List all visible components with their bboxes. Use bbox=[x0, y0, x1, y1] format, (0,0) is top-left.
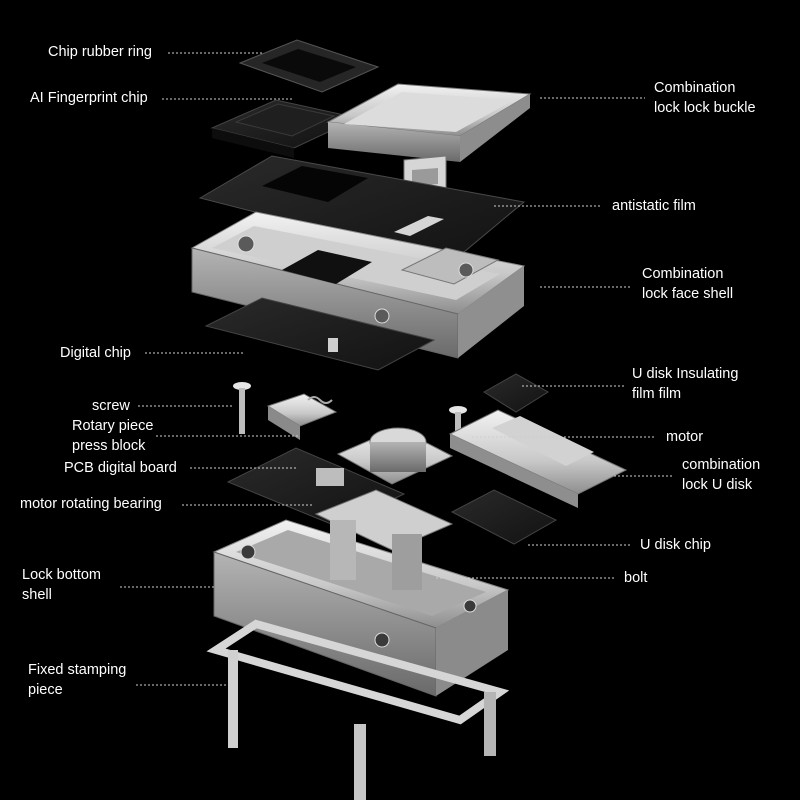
label-rotary-piece: Rotary piece press block bbox=[72, 418, 154, 454]
screw-parts bbox=[233, 382, 467, 436]
stamping-piece-part bbox=[206, 619, 510, 800]
label-chip-rubber-ring: Chip rubber ring bbox=[48, 44, 152, 60]
label-u-disk-chip: U disk chip bbox=[640, 537, 711, 553]
label-u-disk-insulating-film: U disk Insulating film film bbox=[632, 366, 739, 402]
label-bolt: bolt bbox=[624, 570, 648, 586]
label-motor-bearing: motor rotating bearing bbox=[20, 496, 162, 512]
motor-part bbox=[316, 427, 454, 486]
insulating-film-part bbox=[483, 373, 549, 413]
label-u-disk-lock: combination lock U disk bbox=[682, 457, 761, 493]
label-screw: screw bbox=[92, 398, 130, 414]
label-ai-fingerprint-chip: AI Fingerprint chip bbox=[30, 90, 148, 106]
label-bottom-shell: Lock bottom shell bbox=[22, 567, 101, 603]
u-disk-lock-part bbox=[448, 409, 628, 508]
fingerprint-chip-part bbox=[210, 99, 360, 158]
chip-rubber-ring-part bbox=[238, 39, 380, 93]
label-digital-chip: Digital chip bbox=[60, 345, 131, 361]
rotary-press-block-part bbox=[266, 393, 338, 440]
digital-chip-part bbox=[204, 297, 436, 371]
label-face-shell: Combination lock face shell bbox=[642, 266, 734, 302]
label-antistatic-film: antistatic film bbox=[612, 198, 696, 214]
u-disk-chip-part bbox=[450, 489, 558, 545]
leader-lines bbox=[120, 52, 672, 686]
label-lock-buckle: Combination lock lock buckle bbox=[654, 80, 756, 116]
antistatic-film-part bbox=[198, 155, 526, 263]
label-pcb-board: PCB digital board bbox=[64, 460, 177, 476]
lock-buckle-part bbox=[326, 83, 532, 193]
label-motor: motor bbox=[666, 429, 704, 445]
label-stamping-piece: Fixed stamping piece bbox=[28, 662, 127, 698]
